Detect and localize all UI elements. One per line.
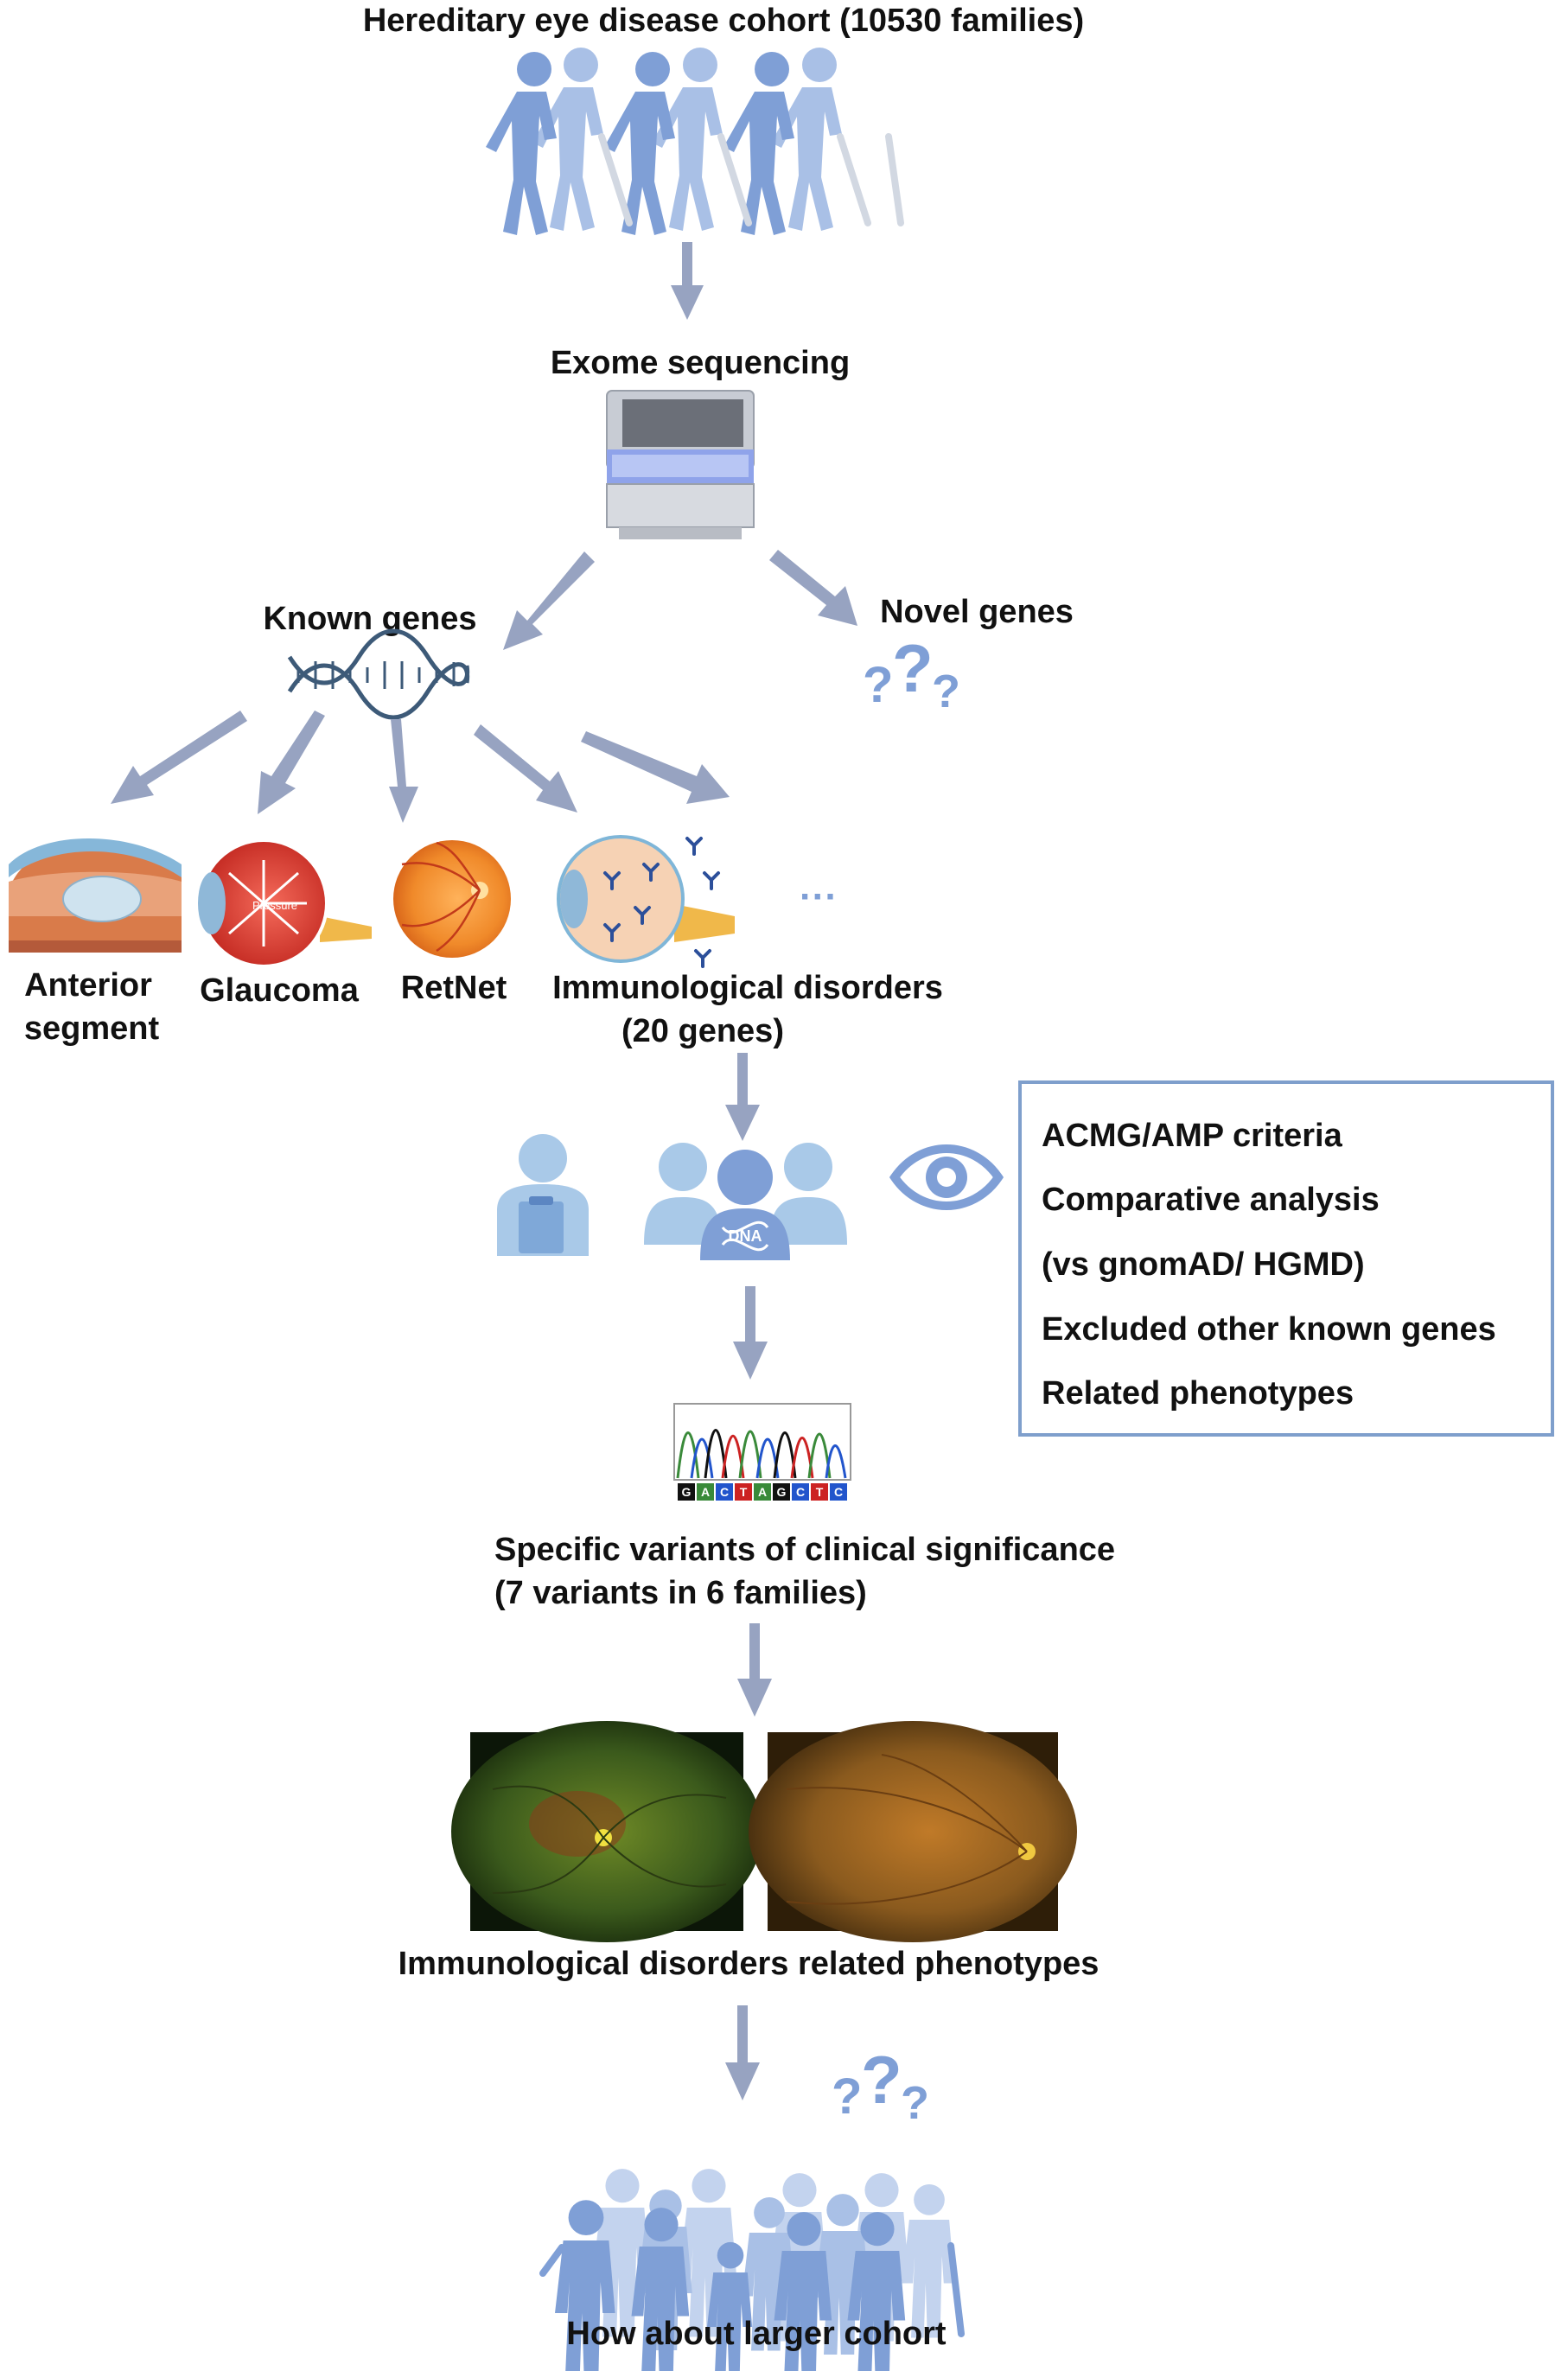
sequence-base-box: [830, 1483, 847, 1501]
arrow-down-5: [725, 2005, 760, 2100]
sequence-base-box: [773, 1483, 790, 1501]
anterior-segment-label-1: Anterior: [24, 967, 152, 1004]
criteria-box: ACMG/AMP criteria Comparative analysis (…: [1018, 1080, 1554, 1437]
fundus-photo-green: [451, 1721, 762, 1942]
arrow-novel-genes: [769, 550, 857, 626]
immunological-disorders-label: Immunological disorders: [552, 970, 943, 1006]
sequence-base-letter: G: [682, 1485, 692, 1499]
geneticist-team-icon: DNA: [644, 1143, 847, 1260]
known-genes-label: Known genes: [263, 601, 476, 637]
criteria-line-4: Excluded other known genes: [1042, 1311, 1496, 1348]
glaucoma-label: Glaucoma: [200, 972, 360, 1009]
variants-label-1: Specific variants of clinical significan…: [494, 1532, 1115, 1568]
variants-label-2: (7 variants in 6 families): [494, 1575, 867, 1611]
sequence-base-letter: C: [834, 1485, 843, 1499]
immunological-genes-count: (20 genes): [621, 1013, 784, 1049]
larger-cohort-question: How about larger cohort: [566, 2316, 946, 2352]
criteria-line-1: ACMG/AMP criteria: [1042, 1118, 1343, 1154]
eye-icon: [889, 1144, 1004, 1210]
criteria-line-3: (vs gnomAD/ HGMD): [1042, 1246, 1365, 1283]
retina-fundus-icon: [393, 840, 511, 958]
arrows-to-categories: [111, 711, 730, 823]
sequence-base-letter: A: [701, 1485, 710, 1499]
sequence-base-letter: T: [740, 1485, 748, 1499]
dna-helix-icon: [287, 628, 470, 720]
arrow-down-4: [737, 1623, 772, 1717]
criteria-line-5: Related phenotypes: [1042, 1375, 1354, 1412]
sequence-base-letter: C: [720, 1485, 729, 1499]
criteria-line-2: Comparative analysis: [1042, 1182, 1380, 1218]
sequence-base-letter: G: [777, 1485, 787, 1499]
analyst-with-clipboard-icon: [497, 1134, 589, 1256]
sequence-base-letter: C: [796, 1485, 805, 1499]
sequence-base-letter: A: [758, 1485, 767, 1499]
sequence-base-box: [678, 1483, 695, 1501]
novel-genes-label: Novel genes: [880, 594, 1074, 630]
cohort-title: Hereditary eye disease cohort (10530 fam…: [363, 3, 1084, 39]
question-marks-icon: [863, 630, 960, 717]
sequence-base-box: [754, 1483, 771, 1501]
arrow-down-3: [733, 1286, 768, 1380]
walking-people-icon: [486, 48, 904, 235]
anterior-segment-label-2: segment: [24, 1010, 160, 1047]
crowd-icon: [539, 2169, 965, 2371]
sequencer-icon: [606, 390, 755, 539]
sequence-base-box: [697, 1483, 714, 1501]
retnet-label: RetNet: [401, 970, 507, 1006]
sequence-base-box: [792, 1483, 809, 1501]
sequence-base-box: [811, 1483, 828, 1501]
sequencing-label: Exome sequencing: [551, 345, 850, 381]
arrow-down-1: [671, 242, 704, 320]
sequence-base-letter: T: [816, 1485, 824, 1499]
glaucoma-eye-icon: Pressure: [198, 838, 372, 968]
more-categories-ellipsis: ···: [800, 876, 838, 918]
arrow-known-genes: [503, 551, 595, 650]
question-marks-icon-2: [832, 2042, 929, 2129]
fundus-photo-orange: [749, 1721, 1077, 1942]
pressure-label: Pressure: [252, 899, 297, 912]
immunological-eye-icon: [557, 835, 735, 968]
sequence-base-box: [716, 1483, 733, 1501]
dna-badge-label: DNA: [729, 1227, 762, 1245]
phenotypes-label: Immunological disorders related phenotyp…: [398, 1946, 1100, 1982]
anterior-segment-icon: [9, 838, 182, 953]
arrow-down-2: [725, 1053, 760, 1141]
sequence-base-box: [735, 1483, 752, 1501]
